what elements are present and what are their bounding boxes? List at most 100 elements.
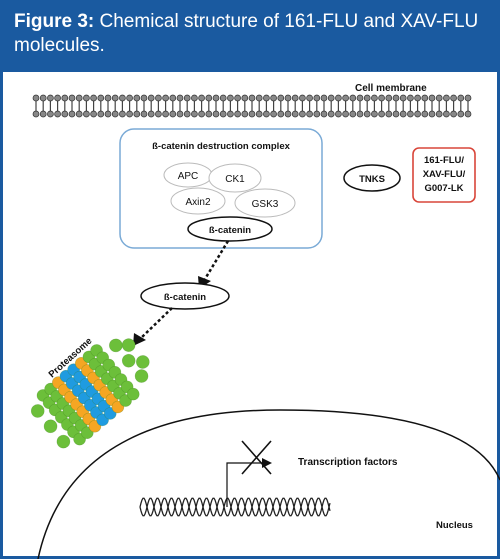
wnt-pathway-diagram: Cell membrane ß-catenin destruction comp… (30, 83, 500, 559)
lipid-head (306, 110, 313, 118)
lipid-head (464, 94, 472, 102)
lipid-head (147, 94, 155, 102)
lipid-head (47, 94, 54, 102)
inhibitor-line2: XAV-FLU/ (423, 169, 466, 180)
lipid-head (97, 94, 105, 102)
lipid-head (399, 110, 407, 118)
lipid-head (291, 110, 299, 118)
lipid-head (435, 94, 443, 102)
lipid-head (183, 110, 191, 118)
proteasome-cap (121, 353, 136, 368)
lipid-head (435, 110, 443, 118)
lipid-head (327, 110, 335, 118)
lipid-head (457, 110, 465, 118)
lipid-head (443, 110, 450, 118)
lipid-head (299, 94, 306, 102)
lipid-head (219, 110, 227, 118)
lipid-head (191, 110, 198, 118)
lipid-head (234, 110, 241, 118)
lipid-head (414, 94, 421, 102)
transcription-factors-label: Transcription factors (298, 457, 398, 468)
lipid-head (407, 94, 414, 102)
lipid-head (385, 94, 393, 102)
lipid-head (126, 94, 133, 102)
nucleus-label: Nucleus (436, 520, 473, 531)
lipid-head (219, 94, 227, 102)
destruction-complex-title: ß-catenin destruction complex (152, 141, 290, 152)
lipid-head (450, 94, 457, 102)
lipid-head (133, 94, 141, 102)
lipid-head (428, 94, 436, 102)
lipid-head (241, 110, 249, 118)
lipid-head (263, 110, 270, 118)
lipid-head (371, 94, 378, 102)
lipid-head (191, 94, 198, 102)
lipid-head (335, 94, 342, 102)
proteasome-cap (134, 369, 149, 383)
lipid-head (270, 110, 277, 118)
lipid-head (349, 110, 357, 118)
lipid-head (263, 94, 270, 102)
lipid-head (399, 94, 407, 102)
lipid-head (169, 110, 177, 118)
blocked-cross-icon (241, 440, 272, 475)
lipid-head (313, 94, 321, 102)
lipid-head (205, 110, 213, 118)
proteasome-cap (30, 404, 45, 418)
lipid-head (255, 94, 263, 102)
lipid-head (176, 94, 184, 102)
lipid-head (47, 110, 54, 118)
lipid-head (313, 110, 321, 118)
lipid-head (342, 94, 349, 102)
lipid-head (162, 110, 169, 118)
lipid-head (140, 110, 148, 118)
lipid-head (234, 94, 241, 102)
lipid-head (54, 94, 61, 102)
lipid-head (291, 94, 299, 102)
lipid-head (457, 94, 465, 102)
lipid-head (75, 94, 83, 102)
beta-catenin-free-label: ß-catenin (164, 292, 206, 303)
lipid-head (183, 94, 191, 102)
lipid-head (407, 110, 414, 118)
lipid-head (39, 110, 47, 118)
lipid-head (277, 110, 285, 118)
lipid-head (155, 110, 162, 118)
lipid-head (378, 94, 385, 102)
lipid-head (270, 94, 277, 102)
lipid-head (39, 94, 47, 102)
lipid-head (169, 94, 177, 102)
dna-strand-b (139, 497, 331, 517)
nucleus-membrane (37, 409, 500, 559)
lipid-head (378, 110, 385, 118)
lipid-head (97, 110, 105, 118)
axin2-label: Axin2 (185, 197, 210, 208)
lipid-head (68, 94, 76, 102)
proteasome-cap (56, 434, 71, 449)
lipid-head (306, 94, 313, 102)
lipid-head (147, 110, 155, 118)
lipid-head (90, 110, 97, 118)
lipid-head (464, 110, 472, 118)
lipid-head (227, 94, 234, 102)
release-arrow (203, 240, 230, 280)
lipid-head (277, 94, 285, 102)
inhibitor-line3: G007-LK (424, 183, 463, 194)
tnks-node (343, 164, 401, 192)
lipid-head (248, 110, 256, 118)
ck1-node (208, 163, 262, 193)
lipid-head (104, 110, 112, 118)
inhibitor-line1: 161-FLU/ (424, 155, 464, 166)
figure-header: Figure 3: Chemical structure of 161-FLU … (0, 0, 500, 72)
gsk3-label: GSK3 (252, 199, 279, 210)
lipid-head (155, 94, 162, 102)
lipid-head (212, 110, 220, 118)
lipid-head (176, 110, 184, 118)
lipid-head (104, 94, 112, 102)
lipid-head (241, 94, 249, 102)
lipid-head (227, 110, 234, 118)
lipid-head (371, 110, 378, 118)
gsk3-node (234, 188, 296, 218)
apc-label: APC (178, 171, 199, 182)
lipid-head (162, 94, 169, 102)
